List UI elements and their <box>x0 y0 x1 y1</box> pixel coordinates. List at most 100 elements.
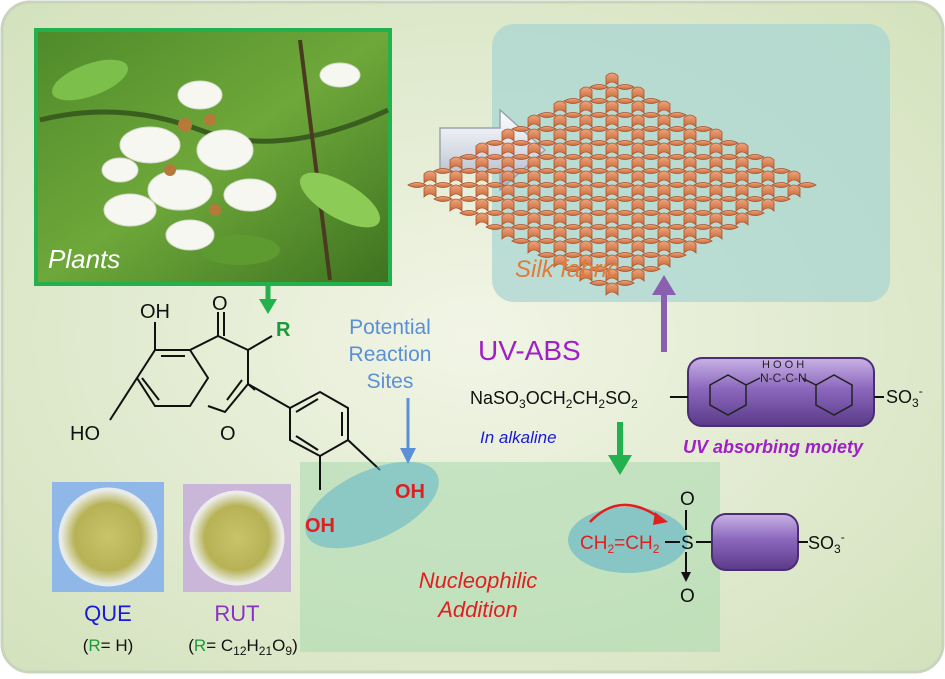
fabric-fiber <box>537 140 557 146</box>
fabric-fiber <box>475 170 489 184</box>
fabric-fiber <box>709 184 723 198</box>
fabric-fiber <box>615 252 635 258</box>
fabric-fiber <box>657 212 671 226</box>
fabric-fiber <box>563 98 583 104</box>
fabric-fiber <box>683 226 697 240</box>
fabric-fiber <box>615 238 635 244</box>
fabric-fiber <box>657 100 671 114</box>
carbonyl-o: O <box>212 293 228 315</box>
fabric-fiber <box>579 240 593 254</box>
que-r-note: (R= H) <box>83 636 134 655</box>
fabric-fiber <box>683 184 697 198</box>
fabric-fiber <box>553 142 567 156</box>
fabric-fiber <box>683 156 697 170</box>
sites-line3: Sites <box>367 370 414 393</box>
fabric-fiber <box>797 182 817 188</box>
fabric-fiber <box>589 154 609 160</box>
fabric-fiber <box>719 224 739 230</box>
fabric-fiber <box>709 226 723 240</box>
o-up: O <box>680 489 695 510</box>
fabric-fiber <box>589 224 609 230</box>
fabric-fiber <box>511 182 531 188</box>
fabric-fiber <box>631 226 645 240</box>
fabric-fiber <box>605 198 619 212</box>
fabric-fiber <box>605 226 619 240</box>
uv-abs-formula: NaSO3OCH2CH2SO2 <box>470 388 638 411</box>
fabric-fiber <box>449 156 463 170</box>
fabric-fiber <box>605 170 619 184</box>
que-sample-photo <box>52 482 164 592</box>
fabric-fiber <box>589 238 609 244</box>
fabric-fiber <box>631 212 645 226</box>
fabric-fiber <box>693 140 713 146</box>
fabric-fiber <box>553 198 567 212</box>
fabric-fiber <box>615 140 635 146</box>
fabric-fiber <box>667 140 687 146</box>
fabric-fiber <box>641 98 661 104</box>
fabric-fiber <box>719 168 739 174</box>
fabric-fiber <box>527 156 541 170</box>
fabric-fiber <box>579 86 593 100</box>
fabric-fiber <box>589 280 609 286</box>
fabric-fiber <box>563 154 583 160</box>
fabric-fiber <box>433 182 453 188</box>
fabric-fiber <box>589 98 609 104</box>
so-down-head <box>681 572 691 582</box>
green-arrow-alkaline <box>608 422 632 475</box>
fabric-fiber <box>709 170 723 184</box>
fabric-fiber <box>459 168 479 174</box>
rut-r-note: (R= C12H21O9) <box>188 636 297 658</box>
fabric-fiber <box>553 226 567 240</box>
alkaline-condition: In alkaline <box>480 428 557 447</box>
fabric-fiber <box>787 184 801 198</box>
fabric-fiber <box>683 142 697 156</box>
fabric-fiber <box>589 266 609 272</box>
fabric-fiber <box>641 238 661 244</box>
fabric-fiber <box>605 240 619 254</box>
fabric-fiber <box>631 114 645 128</box>
red-curved-arrow <box>589 503 661 523</box>
fabric-fiber <box>641 252 661 258</box>
fabric-fiber <box>641 224 661 230</box>
fabric-fiber <box>537 196 557 202</box>
fabric-fiber <box>553 100 567 114</box>
fabric-fiber <box>433 196 453 202</box>
fabric-fiber <box>589 182 609 188</box>
fabric-fiber <box>563 224 583 230</box>
sites-line2: Reaction <box>349 343 432 366</box>
fabric-fiber <box>449 170 463 184</box>
fabric-fiber <box>485 168 505 174</box>
fabric-fiber <box>657 156 671 170</box>
fabric-fiber <box>501 128 515 142</box>
oh-top: OH <box>140 301 170 323</box>
fabric-fiber <box>511 224 531 230</box>
fabric-fiber <box>667 182 687 188</box>
fabric-fiber <box>761 156 775 170</box>
fabric-fiber <box>667 196 687 202</box>
fabric-fiber <box>631 100 645 114</box>
fabric-fiber <box>657 184 671 198</box>
fabric-fiber <box>589 112 609 118</box>
fabric-fiber <box>605 282 619 296</box>
fabric-fiber <box>589 84 609 90</box>
fabric-fiber <box>537 238 557 244</box>
rut-name: RUT <box>214 601 259 626</box>
fabric-fiber <box>579 254 593 268</box>
fabric-fiber <box>527 142 541 156</box>
fabric-fiber <box>589 196 609 202</box>
fabric-fiber <box>615 196 635 202</box>
fabric-fiber <box>615 224 635 230</box>
fabric-fiber <box>641 126 661 132</box>
sites-line1: Potential <box>349 316 431 339</box>
fabric-fiber <box>459 196 479 202</box>
fabric-fiber <box>615 280 635 286</box>
fabric-fiber <box>641 140 661 146</box>
fabric-fiber <box>615 112 635 118</box>
fabric-fiber <box>423 184 437 198</box>
so3-product: SO3- <box>808 530 845 556</box>
fabric-fiber <box>579 114 593 128</box>
fabric-fiber <box>719 154 739 160</box>
fabric-fiber <box>683 212 697 226</box>
fabric-fiber <box>579 100 593 114</box>
fabric-fiber <box>475 212 489 226</box>
